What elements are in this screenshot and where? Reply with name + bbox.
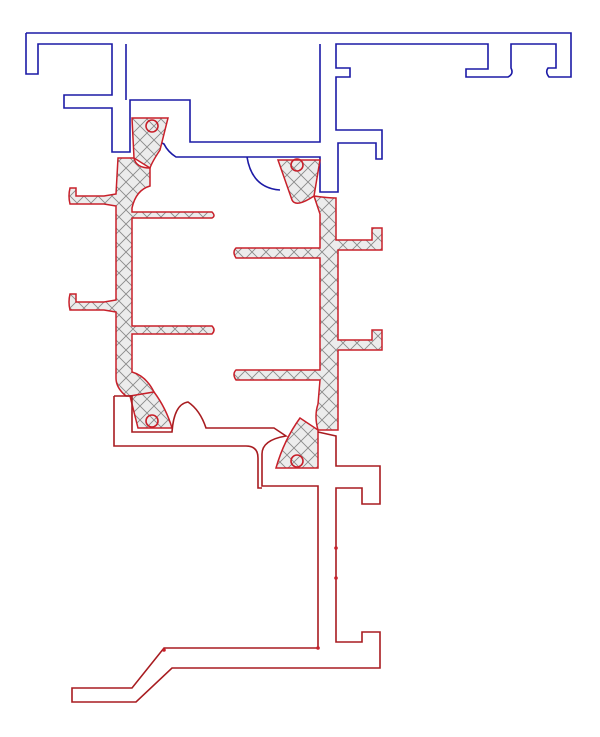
bottom-right-wedge [275,416,319,469]
screw-port-bottom-right [290,454,304,468]
top-left-wedge [131,117,169,170]
top-right-wedge [276,159,321,204]
marker-dot [162,648,166,652]
top-hook [246,156,281,191]
left-thermal-strip [68,157,215,397]
marker-dot [334,576,338,580]
screw-port-top-left [145,119,159,133]
bottom-left-wall [113,396,262,489]
screw-port-top-right [290,158,304,172]
marker-dot [334,546,338,550]
bottom-frame-profile [71,395,381,703]
right-thermal-strip [233,195,383,431]
screw-port-bottom-left [145,414,159,428]
marker-dot [316,646,320,650]
bottom-chamber-outline [71,395,381,703]
top-flange-outline [26,32,572,193]
thermal-break [68,117,383,469]
top-left-leg [25,33,321,153]
top-frame-profile [25,32,572,193]
bottom-left-wedge [129,391,174,429]
